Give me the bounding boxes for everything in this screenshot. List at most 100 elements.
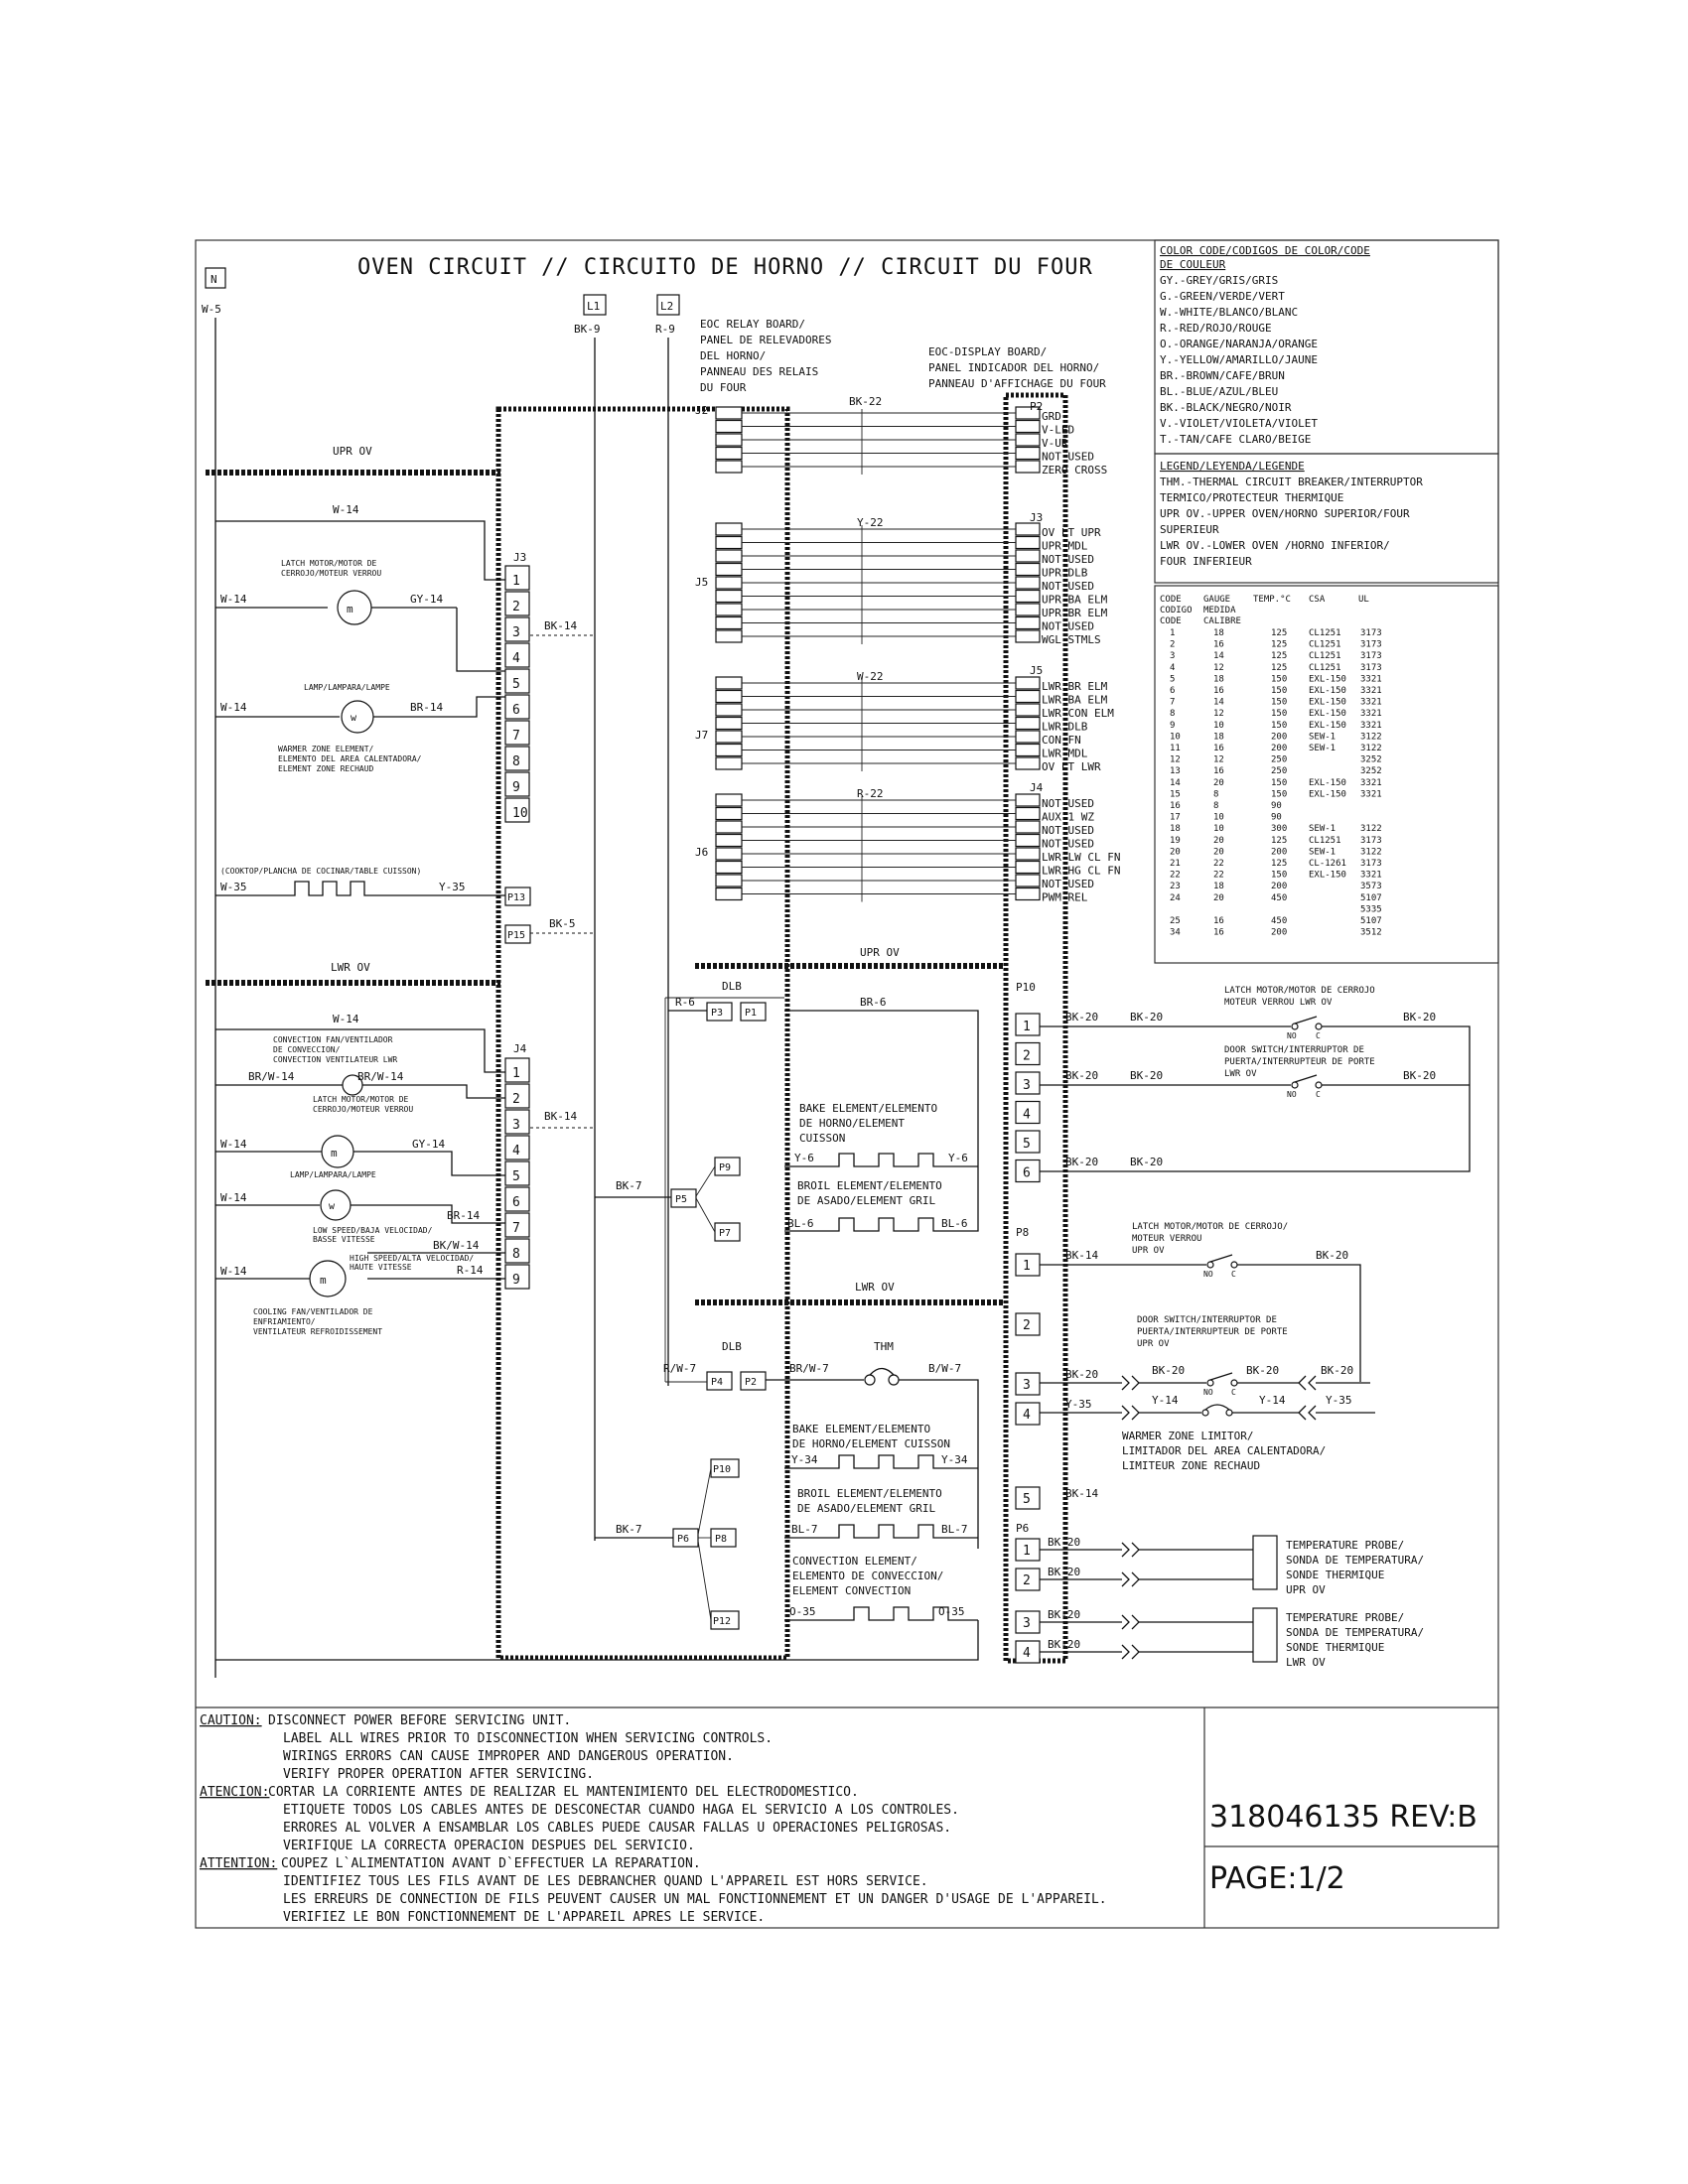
gauge-cell: 25 [1170,916,1181,926]
gauge-cell: 16 [1213,686,1224,696]
display-j5-pin-caption: LWR DLB [1042,721,1088,734]
gauge-cell: 125 [1271,651,1287,661]
relay-pin [715,874,743,887]
gauge-cell: 125 [1271,663,1287,673]
j3-lamp-right-wire-label: BR-14 [410,701,443,714]
display-j3-pin-caption: WGL STMLS [1042,633,1101,646]
svg-text:LATCH MOTOR/MOTOR DE: LATCH MOTOR/MOTOR DE [281,559,377,568]
relay-pin [715,629,743,643]
display-pin [1015,820,1041,834]
display-j4-pin-caption: NOT USED [1042,824,1094,837]
j4-conv-left-label: BR/W-14 [248,1070,295,1083]
gauge-cell: 24 [1170,893,1181,903]
gauge-cell: EXL-150 [1309,709,1346,719]
j3-label: J3 [513,551,526,564]
p8-pin-4 [1015,1402,1041,1426]
caution-note-line: LABEL ALL WIRES PRIOR TO DISCONNECTION W… [283,1731,773,1746]
thm-symbol [864,1374,876,1386]
upper-br6-label: BR-6 [860,996,887,1009]
gauge-cell: SEW-1 [1309,744,1336,753]
p15-connector [504,924,531,944]
legend-box [1154,453,1499,584]
gauge-cell: 3122 [1360,824,1382,834]
page-number: PAGE:1/2 [1209,1861,1345,1896]
j3-feed-wire-label: W-14 [333,503,359,516]
l1-wire-label: BK-9 [574,323,601,336]
color-code: COLOR CODE/CODIGOS DE COLOR/CODE DE COUL… [1160,244,1370,446]
upper-r6-label: R-6 [675,996,695,1009]
legend-row: FOUR INFERIEUR [1160,555,1252,568]
j4-label: J4 [513,1042,527,1055]
lower-dlb-label: DLB [722,1340,742,1353]
color-code-row: W.-WHITE/BLANCO/BLANC [1160,306,1298,319]
gauge-cell: 14 [1213,698,1224,708]
gauge-cell: 3321 [1360,674,1382,684]
relay-board-caption: EOC RELAY BOARD/ PANEL DE RELEVADORES DE… [700,318,831,394]
gauge-cell: 125 [1271,836,1287,846]
svg-text:LIMITEUR ZONE RECHAUD: LIMITEUR ZONE RECHAUD [1122,1459,1260,1472]
j3-lamp-left-wire-label: W-14 [220,701,247,714]
p8-pin-3 [1015,1372,1041,1396]
upper-broil-element [784,1190,979,1232]
gauge-cell: 20 [1170,847,1181,857]
svg-text:SONDE THERMIQUE: SONDE THERMIQUE [1286,1641,1384,1654]
gauge-cell: 3122 [1360,744,1382,753]
gauge-cell: 450 [1271,893,1287,903]
gauge-cell: 250 [1271,755,1287,765]
j4-high-speed-caption: HIGH SPEED/ALTA VELOCIDAD/ HAUTE VITESSE [350,1254,474,1272]
svg-text:PUERTA/INTERRUPTEUR DE PORTE: PUERTA/INTERRUPTEUR DE PORTE [1224,1057,1375,1067]
p10-pin-label: 1 [1023,1020,1031,1034]
gauge-cell: 14 [1170,778,1181,788]
display-j3-pin-caption: NOT USED [1042,580,1094,593]
lower-bake-right-label: Y-34 [941,1453,968,1466]
svg-text:C: C [1316,1031,1321,1040]
relay-j5-label: J5 [695,576,708,589]
j3-pin-label: 1 [512,574,520,589]
j4-low-speed-caption: LOW SPEED/BAJA VELOCIDAD/ BASSE VITESSE [313,1226,433,1244]
display-board-caption: EOC-DISPLAY BOARD/ PANEL INDICADOR DEL H… [928,345,1106,390]
display-pin [1015,689,1041,704]
relay-pin [715,743,743,757]
atencion-note-label: ATENCION: [200,1785,269,1800]
svg-text:DE HORNO/ELEMENT CUISSON: DE HORNO/ELEMENT CUISSON [792,1437,950,1450]
lower-probe-caption: TEMPERATURE PROBE/ SONDA DE TEMPERATURA/… [1286,1611,1424,1669]
gauge-cell: 3321 [1360,721,1382,731]
relay-connectors [715,406,1041,902]
gauge-cell: 16 [1170,801,1181,811]
lower-bw7-label: B/W-7 [928,1362,961,1375]
p10-pin-1 [1015,1013,1041,1036]
j4-pin-label: 7 [512,1221,520,1236]
gauge-cell: 200 [1271,847,1287,857]
j4-pin-label: 9 [512,1273,520,1288]
gauge-cell: 3512 [1360,928,1382,938]
display-j5-pin-caption: LWR BA ELM [1042,694,1108,707]
display-j3-pin-caption: UPR MDL [1042,540,1088,553]
color-code-row: O.-ORANGE/NARANJA/ORANGE [1160,338,1318,350]
relay-pin [715,576,743,590]
upper-probe-caption: TEMPERATURE PROBE/ SONDA DE TEMPERATURA/… [1286,1539,1424,1596]
document-number: 318046135 REV:B [1209,1800,1477,1835]
gauge-cell: 3321 [1360,789,1382,799]
svg-text:LATCH MOTOR/MOTOR DE CERROJO: LATCH MOTOR/MOTOR DE CERROJO [1224,986,1375,996]
j3-lamp-symbol [341,700,374,734]
display-pin [1015,433,1041,447]
gauge-cell: EXL-150 [1309,721,1346,731]
svg-text:w: w [329,1201,336,1212]
gauge-cell: 3321 [1360,698,1382,708]
p8-pin-label: 5 [1023,1492,1031,1507]
p8-pin3-wire-d: BK-20 [1321,1364,1353,1377]
svg-text:P7: P7 [719,1228,731,1239]
svg-text:HIGH SPEED/ALTA VELOCIDAD/: HIGH SPEED/ALTA VELOCIDAD/ [350,1254,474,1263]
svg-text:EOC-DISPLAY BOARD/: EOC-DISPLAY BOARD/ [928,345,1047,358]
p10-pin3-wire-c: BK-20 [1403,1069,1436,1082]
relay-pin [715,406,743,420]
caution-note-line: WIRINGS ERRORS CAN CAUSE IMPROPER AND DA… [283,1749,734,1764]
svg-text:P3: P3 [711,1008,723,1019]
j4-pin-label: 2 [512,1092,520,1107]
lower-probe-symbol [1252,1607,1278,1663]
diagram-frame [195,239,1499,1929]
color-code-row: T.-TAN/CAFE CLARO/BEIGE [1160,433,1311,446]
svg-text:C: C [1231,1270,1236,1279]
lwr-ov-zone-label: LWR OV [331,961,370,974]
